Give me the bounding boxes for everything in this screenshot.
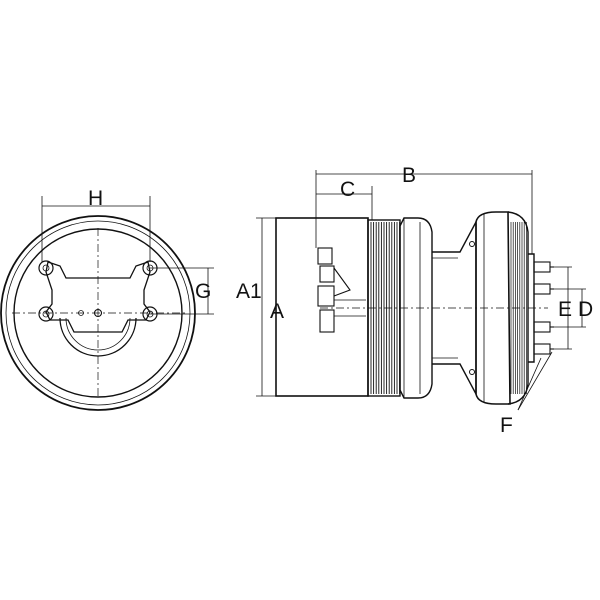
front-cup-arc-inner [65,317,131,351]
front-plate [528,253,535,363]
label-b: B [402,164,416,187]
front-outer-rim-inner [5,220,191,406]
front-outer-rim [0,215,196,411]
hole-center [93,308,103,318]
dimension-e: E [554,266,572,350]
label-h: H [88,187,103,210]
front-cup-arc [59,317,137,357]
dimension-c: C [316,178,373,220]
clutch-body-bolt-bottom [469,369,475,375]
label-c: C [340,178,355,201]
clutch-fins [507,211,529,405]
label-a: A [270,300,284,323]
label-g: G [195,280,211,303]
hole-bottom-left [38,306,54,322]
housing-body [275,217,369,397]
side-view: A1 A B C E [236,164,593,437]
mounting-studs [533,261,554,355]
dimension-b: B [315,164,533,254]
dimension-d: D [554,288,593,328]
label-a1: A1 [236,280,262,303]
dimension-f: F [500,351,553,437]
front-view: H G [0,187,214,411]
dimension-a1: A1 [236,217,276,397]
label-d: D [578,298,593,321]
label-f: F [500,414,513,437]
dimension-a: A [270,218,284,396]
hole-top-left [38,260,54,276]
housing-bracket [317,247,366,333]
clutch-body-bolt-top [469,241,475,247]
dimension-h: H [41,187,151,262]
pulley-flange [399,217,433,399]
front-mounting-holes [38,260,158,322]
label-e: E [558,298,572,321]
dimension-g: G [150,267,214,315]
hole-center-left [78,310,84,316]
